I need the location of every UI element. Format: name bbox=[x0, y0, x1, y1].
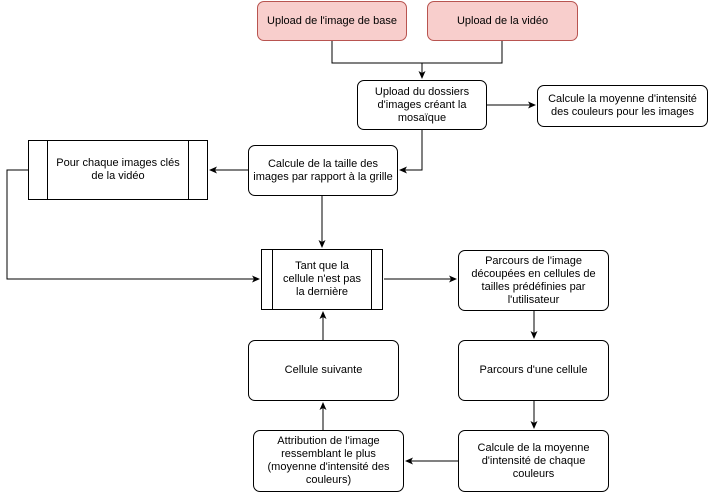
process-bar-right bbox=[371, 250, 372, 309]
node-label: Tant que la cellule n'est pas la dernièr… bbox=[283, 260, 361, 298]
process-bar-left bbox=[47, 141, 48, 199]
node-label: Upload du dossiers d'images créant la mo… bbox=[374, 85, 470, 124]
node-attribution: Attribution de l'image ressemblant le pl… bbox=[253, 430, 404, 492]
edge-dossiers-to-taille-images bbox=[399, 130, 423, 174]
node-label: Parcours d'une cellule bbox=[479, 364, 588, 376]
node-images-cles: Pour chaque images clés de la vidéo bbox=[28, 140, 208, 200]
node-moyenne-cellule: Calcule de la moyenne d'intensité de cha… bbox=[458, 430, 609, 492]
node-upload-image-base: Upload de l'image de base bbox=[257, 1, 407, 41]
edge-upload-video-to-merge bbox=[422, 41, 503, 64]
node-label: Calcule la moyenne d'intensité des coule… bbox=[548, 93, 697, 118]
node-label: Pour chaque images clés de la vidéo bbox=[56, 157, 180, 182]
node-parcours-cellule: Parcours d'une cellule bbox=[458, 340, 609, 401]
node-label: Parcours de l'image découpées en cellule… bbox=[471, 254, 596, 306]
node-label: Calcule de la taille des images par rapp… bbox=[253, 157, 393, 183]
process-bar-left bbox=[272, 250, 273, 309]
node-parcours-image: Parcours de l'image découpées en cellule… bbox=[458, 250, 609, 311]
node-taille-images: Calcule de la taille des images par rapp… bbox=[248, 145, 398, 196]
node-label: Cellule suivante bbox=[284, 364, 363, 376]
node-label: Upload de la vidéo bbox=[456, 14, 549, 27]
node-label: Attribution de l'image ressemblant le pl… bbox=[267, 435, 390, 486]
edge-upload-base-to-merge bbox=[331, 41, 422, 64]
node-upload-dossiers: Upload du dossiers d'images créant la mo… bbox=[357, 80, 487, 130]
node-cellule-suivante: Cellule suivante bbox=[248, 340, 399, 401]
node-tant-que: Tant que la cellule n'est pas la dernièr… bbox=[261, 249, 383, 310]
node-label: Upload de l'image de base bbox=[267, 14, 397, 27]
node-label: Calcule de la moyenne d'intensité de cha… bbox=[477, 441, 590, 480]
node-moyenne-images: Calcule la moyenne d'intensité des coule… bbox=[537, 85, 708, 127]
node-upload-video: Upload de la vidéo bbox=[427, 1, 578, 41]
process-bar-right bbox=[188, 141, 189, 199]
edge-images-cles-to-tant-que bbox=[6, 169, 260, 283]
